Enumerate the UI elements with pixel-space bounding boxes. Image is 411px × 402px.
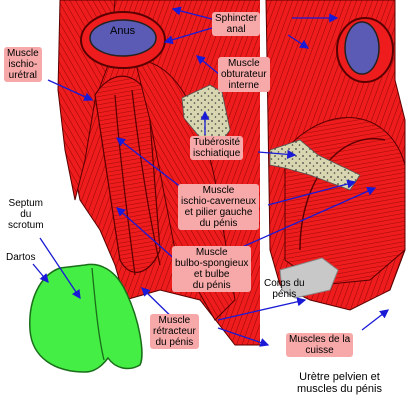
label-retracteur: Muscle rétracteur du pénis	[150, 314, 199, 349]
muscle-outline-line-2	[131, 89, 161, 266]
arrow-bulbo-1	[116, 207, 179, 263]
scrotum-septum-line	[91, 267, 105, 361]
label-tuberosite: Tubérosité ischiatique	[190, 136, 244, 160]
label-cuisse: Muscles de la cuisse	[286, 333, 354, 357]
arrow-retracteur-3	[217, 327, 270, 347]
label-anus: Anus	[110, 25, 136, 37]
arrow-ischio-cav-2	[267, 179, 357, 206]
label-septum: Septum du scrotum	[8, 198, 44, 231]
arrow-sphincter-1	[171, 6, 213, 20]
arrow-tuberosite-2	[257, 149, 297, 159]
arrow-sphincter-2	[163, 27, 213, 45]
label-bulbo-spongieux: Muscle bulbo-spongieux et bulbe du pénis	[172, 246, 252, 292]
pointer-arrows	[32, 6, 390, 347]
label-obturateur: Muscle obturateur interne	[218, 57, 270, 92]
label-corps-du-penis: Corps du pénis	[264, 278, 305, 300]
arrow-retracteur-2	[217, 297, 307, 321]
bulbo-spongieux-muscle	[94, 75, 161, 273]
arrow-ischio-cav-1	[115, 137, 183, 189]
arrow-dartos	[32, 263, 49, 283]
corps-du-penis	[279, 257, 339, 299]
label-ischio-uretral: Muscle ischio- urétral	[4, 47, 42, 82]
scrotum	[29, 263, 143, 373]
arrow-ischio-uretral	[47, 79, 94, 101]
label-ischio-caverneux: Muscle ischio-caverneux et pilier gauche…	[178, 184, 260, 230]
arrow-bulbo-2	[239, 187, 377, 249]
anus-left-inner	[89, 19, 157, 57]
arrow-sphincter-4	[287, 34, 310, 49]
label-sphincter: Sphincter anal	[212, 12, 261, 36]
anus-right-inner	[344, 21, 380, 75]
label-dartos: Dartos	[6, 252, 36, 263]
muscle-outline-line	[114, 94, 136, 276]
arrow-cuisse	[361, 309, 390, 331]
arrow-obturateur	[195, 55, 221, 76]
arrow-septum	[39, 237, 81, 300]
label-caption: Urètre pelvien et muscles du pénis	[297, 371, 382, 395]
